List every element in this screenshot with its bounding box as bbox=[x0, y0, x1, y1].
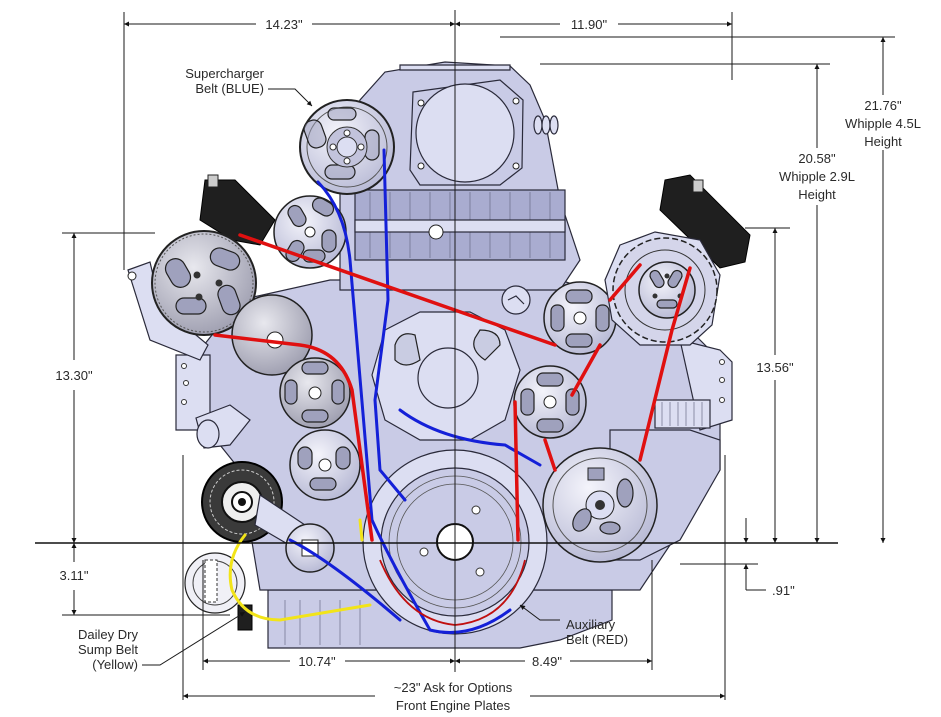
supercharger-pulley bbox=[299, 99, 395, 195]
dimension-labels: 14.23" 11.90" 21.76" Whipple 4.5L Height… bbox=[55, 17, 921, 713]
supercharger-belt bbox=[288, 148, 542, 634]
right-lower-drive-pulley bbox=[542, 447, 658, 563]
right-black-bracket bbox=[659, 174, 751, 269]
dim-whipple-45-label: Whipple 4.5L bbox=[845, 116, 921, 131]
callout-supercharger-belt-line1: Supercharger bbox=[185, 66, 264, 81]
dim-whipple-29-height: Height bbox=[798, 187, 836, 202]
dim-right-height: 13.56" bbox=[756, 360, 794, 375]
dim-below-crank: 3.11" bbox=[60, 568, 89, 583]
oil-pan-ribs bbox=[284, 600, 361, 645]
callout-auxiliary-belt-line1: Auxiliary bbox=[566, 617, 616, 632]
callout-dry-sump-belt-line3: (Yellow) bbox=[92, 657, 138, 672]
dim-left-width: 14.23" bbox=[265, 17, 303, 32]
dim-overall-width: ~23" Ask for Options bbox=[394, 680, 513, 695]
dimension-lines bbox=[35, 10, 895, 700]
dim-left-height: 13.30" bbox=[55, 368, 93, 383]
left-black-bracket bbox=[199, 179, 276, 246]
thermostat-housing bbox=[501, 285, 531, 315]
dim-right-offset: .91" bbox=[772, 583, 795, 598]
callout-auxiliary-belt-line2: Belt (RED) bbox=[566, 632, 628, 647]
dry-sump-belt bbox=[228, 518, 372, 622]
dim-overall-width-note: Front Engine Plates bbox=[396, 698, 511, 713]
dim-bottom-left: 10.74" bbox=[298, 654, 336, 669]
right-lower-idler-pulley bbox=[513, 365, 587, 439]
left-compressor-pulley bbox=[231, 294, 313, 376]
left-tensioner-pulley bbox=[279, 357, 351, 429]
dim-bottom-right: 8.49" bbox=[532, 654, 562, 669]
auxiliary-belt bbox=[213, 233, 692, 626]
callout-dry-sump-belt-line1: Dailey Dry bbox=[78, 627, 138, 642]
idler-knurl bbox=[654, 399, 711, 429]
alternator bbox=[604, 231, 721, 346]
callout-dry-sump-belt-line2: Sump Belt bbox=[78, 642, 138, 657]
lower-left-idler-pulley bbox=[289, 429, 361, 501]
power-steering-pulley bbox=[127, 230, 257, 361]
dry-sump-idler bbox=[285, 523, 335, 573]
callouts: Supercharger Belt (BLUE) Dailey Dry Sump… bbox=[78, 66, 628, 672]
dry-sump-drive-pulley bbox=[184, 552, 246, 614]
dim-right-width: 11.90" bbox=[571, 17, 608, 32]
dim-whipple-29-label: Whipple 2.9L bbox=[779, 169, 855, 184]
supercharger-inlet bbox=[415, 83, 515, 183]
callout-supercharger-belt-line2: Belt (BLUE) bbox=[195, 81, 264, 96]
dim-whipple-45-height: Height bbox=[864, 134, 902, 149]
left-idler-pulley bbox=[273, 195, 347, 269]
dim-whipple-45-value: 21.76" bbox=[864, 98, 902, 113]
dim-whipple-29-value: 20.58" bbox=[798, 151, 836, 166]
